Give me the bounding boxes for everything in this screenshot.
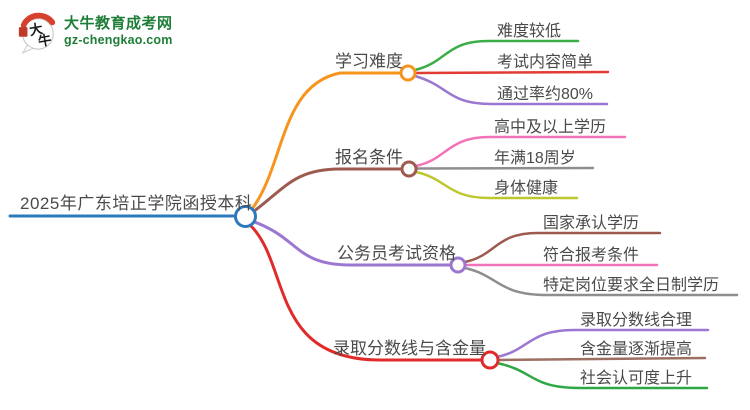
child-label-fulltime-posts[interactable]: 特定岗位要求全日制学历 <box>543 277 720 294</box>
branch-label-score-value[interactable]: 录取分数线与含金量 <box>333 339 486 358</box>
connector-child-age18 <box>415 166 595 170</box>
child-label-reasonable-score[interactable]: 录取分数线合理 <box>580 312 693 329</box>
child-label-meet-criteria[interactable]: 符合报考条件 <box>543 247 640 264</box>
branch-circle-civil-service[interactable] <box>449 256 467 274</box>
connector-child-pass-rate <box>413 74 609 106</box>
branch-label-requirements[interactable]: 报名条件 <box>335 148 403 167</box>
child-label-low-difficulty[interactable]: 难度较低 <box>497 23 562 40</box>
branch-circle-study-difficulty[interactable] <box>399 64 417 82</box>
branch-label-study-difficulty[interactable]: 学习难度 <box>335 52 403 71</box>
root-node-circle[interactable] <box>234 205 257 228</box>
connector-child-health <box>414 170 579 200</box>
site-domain: gz-chengkao.com <box>64 33 173 47</box>
daniu-logo-icon: 大 牛 <box>18 12 56 54</box>
central-topic[interactable]: 2025年广东培正学院函授本科 <box>20 194 253 213</box>
site-name: 大牛教育成考网 <box>64 15 173 32</box>
branch-circle-requirements[interactable] <box>400 160 418 178</box>
logo-red-cap <box>20 12 56 29</box>
child-label-value-rising[interactable]: 含金量逐渐提高 <box>580 341 693 358</box>
child-label-pass-rate[interactable]: 通过率约80% <box>497 86 594 103</box>
connector-child-value-rising <box>496 356 707 362</box>
connector-child-highschool <box>414 135 627 168</box>
logo-red-seal <box>18 27 28 37</box>
connector-child-state-recognized <box>463 231 662 264</box>
connector-child-fulltime-posts <box>463 266 739 297</box>
site-logo[interactable]: 大 牛 大牛教育成考网 gz-chengkao.com <box>16 8 173 54</box>
branch-label-civil-service[interactable]: 公务员考试资格 <box>337 244 456 263</box>
branch-circle-score-value[interactable] <box>480 350 500 370</box>
connector-branch-study-difficulty <box>250 71 403 211</box>
child-label-highschool[interactable]: 高中及以上学历 <box>494 119 607 136</box>
child-label-health[interactable]: 身体健康 <box>494 180 559 197</box>
connector-child-simple-exam <box>414 70 610 75</box>
connector-branch-civil-service <box>250 219 453 267</box>
child-label-social-recognition[interactable]: 社会认可度上升 <box>580 370 693 387</box>
connector-child-reasonable-score <box>495 328 710 359</box>
connector-branch-score-value <box>249 224 485 362</box>
child-label-simple-exam[interactable]: 考试内容简单 <box>497 54 594 71</box>
connector-branch-requirements <box>251 167 404 214</box>
child-label-state-recognized[interactable]: 国家承认学历 <box>543 215 640 232</box>
connector-child-low-difficulty <box>413 39 580 72</box>
connector-child-social-recognition <box>495 361 709 390</box>
logo-char-niu: 牛 <box>37 31 53 50</box>
logo-char-da: 大 <box>28 20 45 39</box>
child-label-age18[interactable]: 年满18周岁 <box>494 150 576 167</box>
speech-bubble-tail <box>21 44 35 54</box>
